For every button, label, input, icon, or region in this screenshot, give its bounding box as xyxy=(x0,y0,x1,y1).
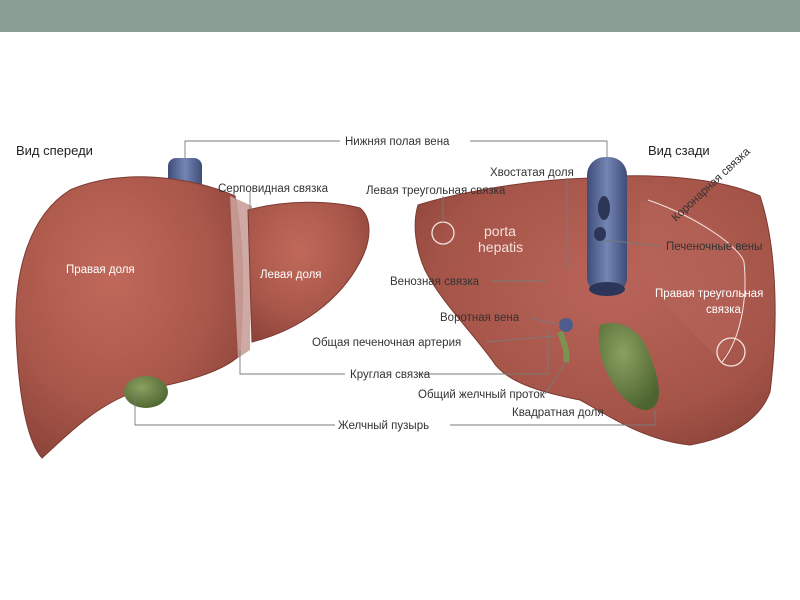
front-right-lobe xyxy=(15,176,244,459)
label-left-triangular: Левая треугольная связка xyxy=(366,185,506,197)
right-triangular-ring xyxy=(716,337,746,367)
label-caudate-lobe: Хвостатая доля xyxy=(490,167,574,179)
label-left-lobe: Левая доля xyxy=(260,269,322,281)
front-view xyxy=(15,158,370,459)
front-view-title: Вид спереди xyxy=(16,143,93,158)
hepatic-vein-opening-1 xyxy=(598,196,610,220)
back-view: porta hepatis xyxy=(414,157,776,446)
label-venous-ligament: Венозная связка xyxy=(390,276,480,288)
label-common-bile-duct: Общий желчный проток xyxy=(418,389,546,401)
label-quadrate-lobe: Квадратная доля xyxy=(512,407,604,419)
label-right-triangular-line1: Правая треугольная xyxy=(655,288,763,300)
label-ivc: Нижняя полая вена xyxy=(345,136,450,148)
top-bar xyxy=(0,0,800,32)
label-portal-vein: Воротная вена xyxy=(440,312,520,324)
front-falciform-ligament xyxy=(230,196,252,358)
leader-lines xyxy=(134,140,663,426)
label-right-triangular-line2: связка xyxy=(706,304,742,316)
portal-vein-blob xyxy=(559,318,573,332)
label-hepatic-veins: Печеночные вены xyxy=(666,241,762,253)
front-gallbladder xyxy=(124,376,168,408)
hepatic-vein-opening-2 xyxy=(594,227,606,241)
back-gallbladder xyxy=(598,322,659,411)
back-ivc xyxy=(587,157,627,295)
front-left-lobe xyxy=(247,201,370,343)
porta-hepatis-line1: porta xyxy=(484,223,516,239)
label-falciform: Серповидная связка xyxy=(218,183,329,195)
label-right-lobe: Правая доля xyxy=(66,264,135,276)
back-ivc-opening xyxy=(589,282,625,296)
label-round-ligament: Круглая связка xyxy=(350,369,431,381)
back-view-title: Вид сзади xyxy=(648,143,710,158)
back-bare-area xyxy=(640,200,746,360)
porta-hepatis-line2: hepatis xyxy=(478,239,523,255)
label-common-hepatic-artery: Общая печеночная артерия xyxy=(312,337,461,349)
label-gallbladder: Желчный пузырь xyxy=(338,420,429,432)
bile-duct xyxy=(557,330,570,363)
